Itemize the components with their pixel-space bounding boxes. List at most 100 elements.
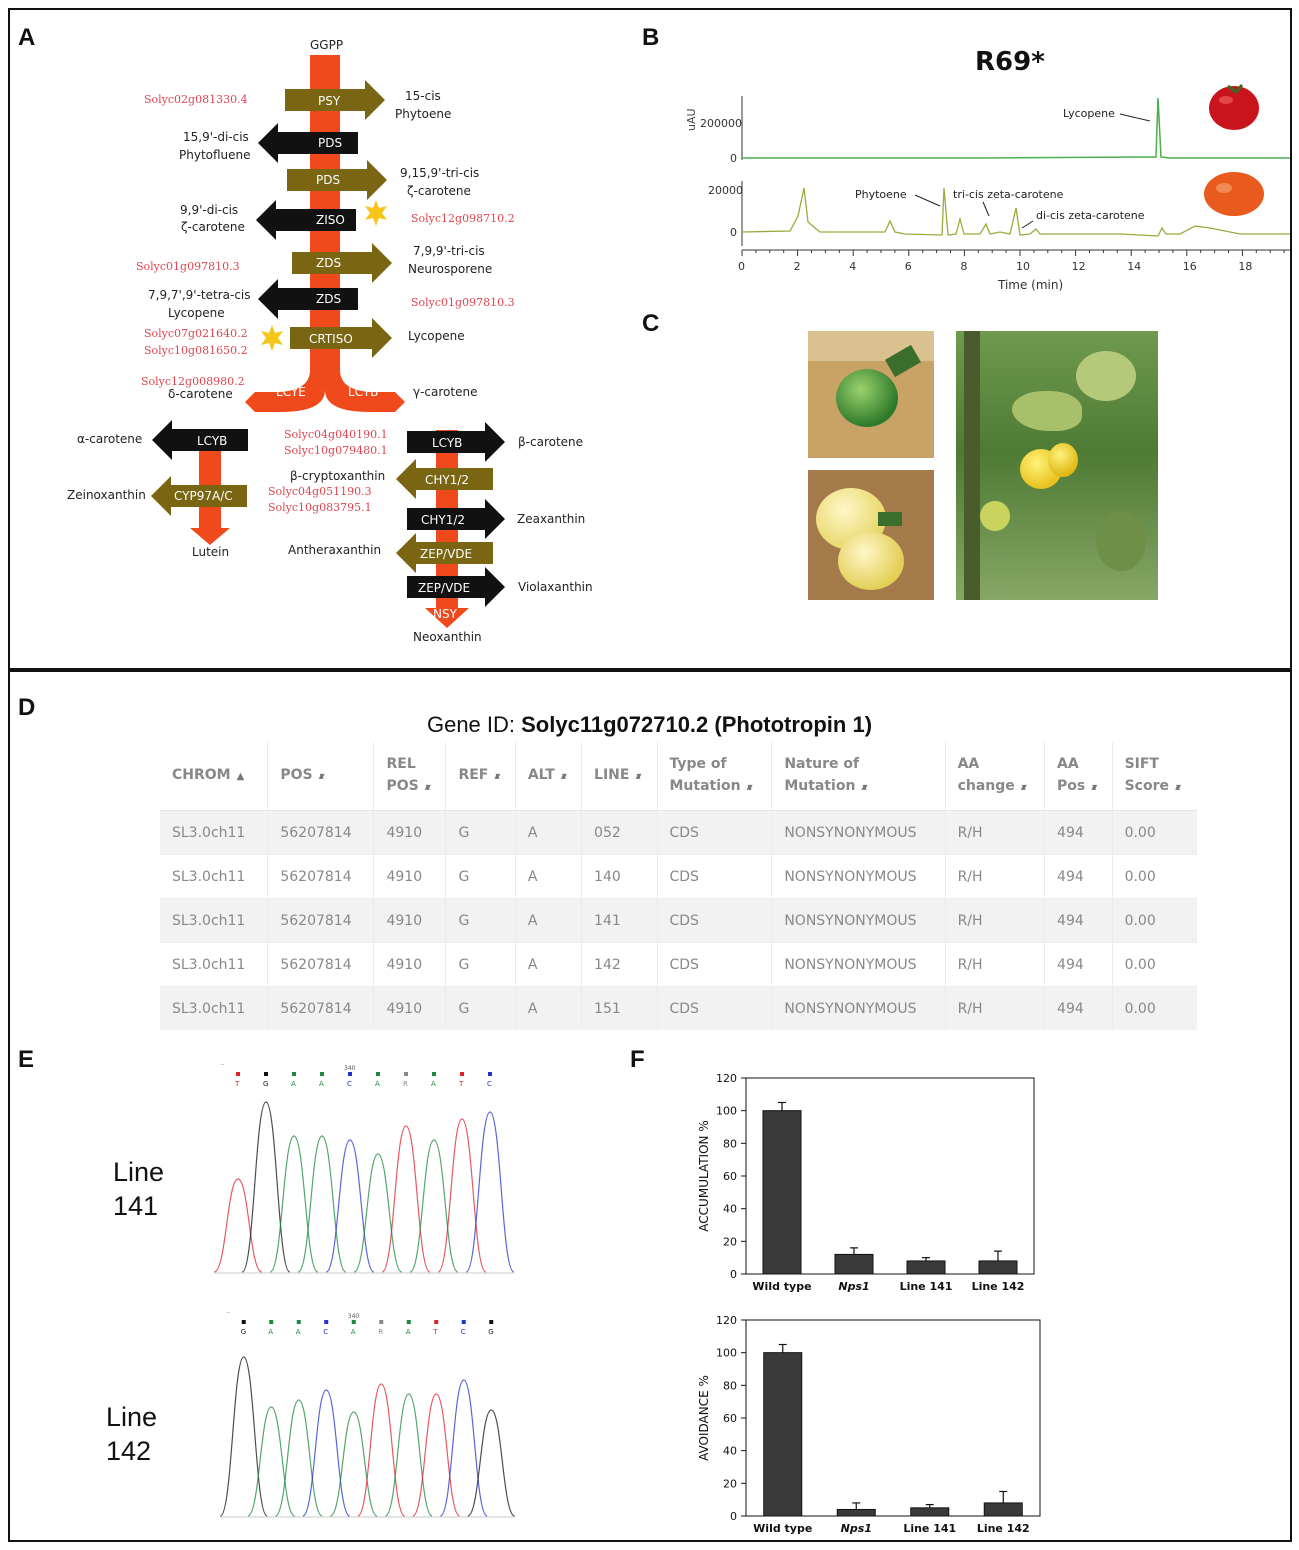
table-cell: 56207814 bbox=[267, 810, 375, 855]
base-marker bbox=[489, 1320, 494, 1324]
lutein-arrowhead bbox=[190, 528, 230, 545]
product-label: 9,9'-di-cis bbox=[180, 203, 238, 217]
column-header-label: change bbox=[957, 778, 1015, 794]
y-tick-label: 80 bbox=[723, 1137, 737, 1150]
trace-peak bbox=[412, 1393, 461, 1517]
y-tick-label: 100 bbox=[716, 1105, 737, 1118]
sort-icon[interactable]: ▴▾ bbox=[635, 771, 641, 782]
trace-peak bbox=[353, 1153, 403, 1273]
column-header[interactable]: POS▴▾ bbox=[267, 742, 375, 811]
y-tick-label: 0 bbox=[730, 152, 737, 165]
y-axis-unit-label: uAU bbox=[685, 108, 698, 131]
svg-text:LCYB: LCYB bbox=[432, 436, 462, 450]
enzyme-lcyb-right-arrow: LCYB bbox=[407, 422, 505, 462]
trace-peak bbox=[384, 1393, 433, 1517]
table-cell: NONSYNONYMOUS bbox=[771, 810, 946, 855]
column-header[interactable]: ALT▴▾ bbox=[515, 742, 583, 811]
bar bbox=[978, 1260, 1018, 1275]
column-header-label: POS bbox=[386, 778, 419, 794]
gene-id-label: Solyc12g008980.2 bbox=[141, 375, 245, 388]
gene-id-label: Solyc04g040190.1 bbox=[284, 428, 388, 441]
enzyme-chy-left-arrow: CHY1/2 bbox=[396, 459, 493, 499]
sort-icon[interactable]: ▴▾ bbox=[494, 771, 500, 782]
product-label: 7,9,9'-tri-cis bbox=[413, 244, 485, 258]
category-label: Line 142 bbox=[972, 1280, 1025, 1293]
table-cell: 494 bbox=[1044, 986, 1113, 1030]
y-tick-label: 120 bbox=[716, 1072, 737, 1085]
trace-peak bbox=[241, 1101, 291, 1273]
orange-tomato-image bbox=[1204, 172, 1264, 216]
sort-asc-icon[interactable]: ▲ bbox=[236, 771, 245, 782]
product-label: γ-carotene bbox=[413, 385, 477, 399]
category-label: Nps1 bbox=[841, 1522, 872, 1535]
table-cell: CDS bbox=[657, 854, 773, 899]
svg-text:PDS: PDS bbox=[316, 173, 340, 187]
base-marker bbox=[236, 1072, 240, 1076]
y-tick-label: 60 bbox=[723, 1412, 737, 1425]
line-142-label: Line 142 bbox=[106, 1400, 157, 1468]
base-marker bbox=[264, 1072, 268, 1076]
table-cell: 494 bbox=[1044, 810, 1113, 855]
peak-label: Phytoene bbox=[855, 188, 907, 201]
bar bbox=[762, 1110, 802, 1275]
sort-icon[interactable]: ▴▾ bbox=[424, 782, 431, 793]
chromatogram-title: R69* bbox=[975, 47, 1045, 77]
sort-icon[interactable]: ▴▾ bbox=[861, 782, 867, 793]
table-cell: 4910 bbox=[373, 986, 447, 1030]
mutation-star-icon bbox=[261, 325, 283, 351]
table-cell: 141 bbox=[581, 898, 658, 943]
base-marker bbox=[241, 1320, 246, 1324]
trace-peak bbox=[325, 1139, 375, 1273]
base-marker bbox=[488, 1072, 492, 1076]
svg-text:CYP97A/C: CYP97A/C bbox=[174, 489, 233, 503]
bottom-trace-line bbox=[741, 187, 1290, 237]
sort-icon[interactable]: ▴▾ bbox=[1174, 782, 1181, 793]
gene-id-label: Solyc10g079480.1 bbox=[284, 444, 388, 457]
column-header-label: Mutation bbox=[784, 778, 856, 794]
base-call-label: G bbox=[241, 1328, 246, 1336]
table-cell: 0.00 bbox=[1112, 810, 1197, 855]
column-header[interactable]: CHROM▲ bbox=[160, 742, 269, 811]
column-header[interactable]: LINE▴▾ bbox=[581, 742, 658, 811]
column-header-label: AA bbox=[957, 756, 980, 772]
gene-id-value: Solyc11g072710.2 (Phototropin 1) bbox=[521, 712, 873, 737]
base-marker bbox=[376, 1072, 380, 1076]
table-cell: A bbox=[515, 854, 583, 899]
svg-text:ZEP/VDE: ZEP/VDE bbox=[420, 547, 472, 561]
panel-label-a: A bbox=[18, 24, 36, 51]
x-tick-label: 10 bbox=[1016, 260, 1030, 273]
enzyme-pds-right-arrow: PDS bbox=[287, 160, 387, 200]
sort-icon[interactable]: ▴▾ bbox=[318, 771, 325, 782]
svg-text:ZDS: ZDS bbox=[316, 292, 341, 306]
base-call-label: A bbox=[375, 1080, 380, 1088]
sort-icon[interactable]: ▴▾ bbox=[1091, 782, 1097, 793]
bar bbox=[836, 1508, 876, 1517]
column-header[interactable]: AA change ▴▾ bbox=[945, 742, 1046, 811]
trace-peak bbox=[381, 1125, 431, 1273]
base-call-label: A bbox=[268, 1328, 273, 1336]
sort-icon[interactable]: ▴▾ bbox=[746, 782, 753, 793]
table-cell: 0.00 bbox=[1112, 898, 1197, 943]
peak-label: tri-cis zeta-carotene bbox=[953, 188, 1064, 201]
svg-text:PSY: PSY bbox=[318, 94, 341, 108]
trace-peak bbox=[247, 1406, 296, 1517]
category-label: Line 141 bbox=[903, 1522, 956, 1535]
panel-label-b: B bbox=[642, 24, 660, 51]
table-cell: SL3.0ch11 bbox=[160, 942, 269, 987]
column-header[interactable]: REF▴▾ bbox=[445, 742, 516, 811]
sort-icon[interactable]: ▴▾ bbox=[1020, 782, 1027, 793]
y-tick-label: 0 bbox=[730, 1268, 737, 1281]
table-cell: 494 bbox=[1044, 942, 1113, 987]
line-label-text: Line bbox=[106, 1402, 158, 1432]
sort-icon[interactable]: ▴▾ bbox=[560, 771, 567, 782]
y-tick-label: 20000 bbox=[708, 184, 743, 197]
base-marker bbox=[461, 1320, 466, 1324]
enzyme-lcyb-label: LCYB bbox=[348, 385, 378, 399]
category-label: Line 142 bbox=[977, 1522, 1030, 1535]
